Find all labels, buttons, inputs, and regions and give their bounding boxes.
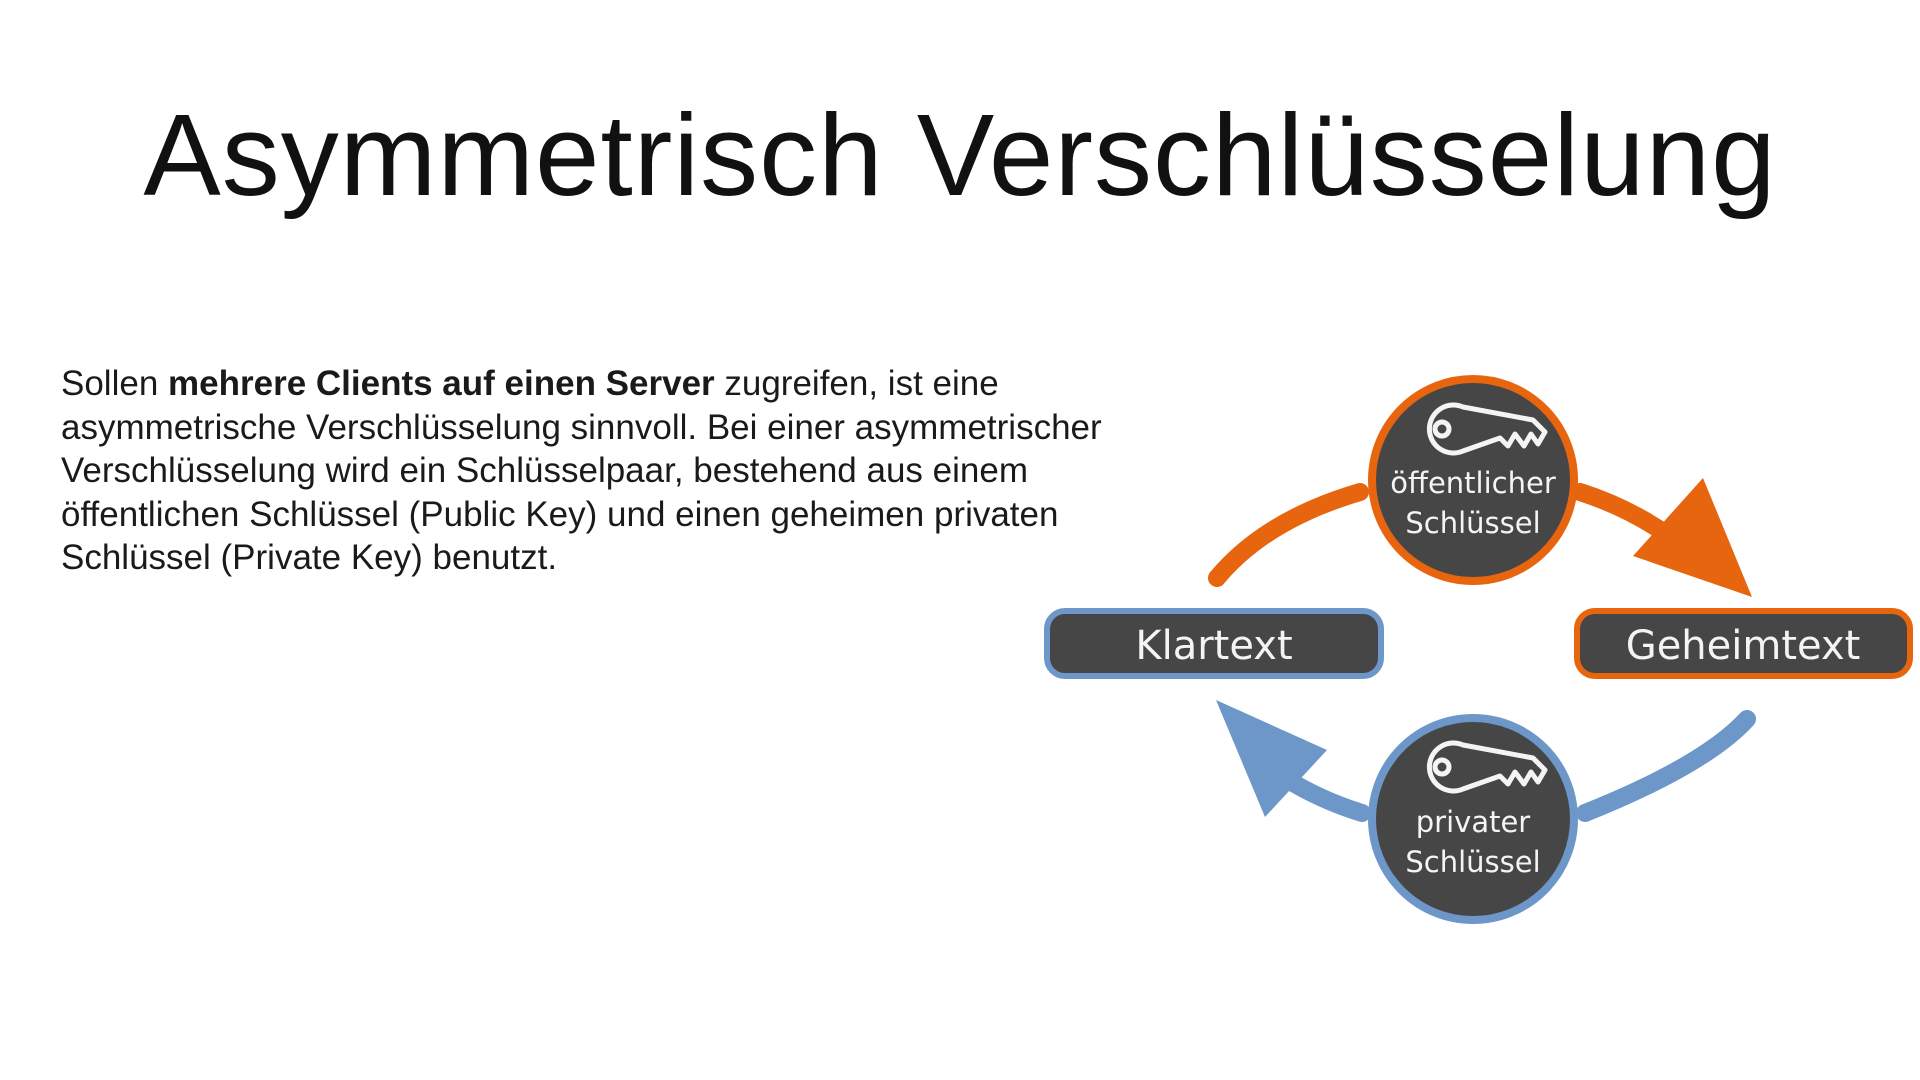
public-key-node: öffentlicher Schlüssel [1368, 375, 1578, 585]
encrypt-arrow-arc [1208, 483, 1369, 587]
plaintext-box: Klartext [1044, 608, 1384, 679]
decrypt-arrow-head [1216, 700, 1327, 817]
encryption-diagram-svg: Klartext Geheimtext öffentlicher Schlüss… [1044, 375, 1913, 924]
slide-title: Asymmetrisch Verschlüsselung [143, 90, 1777, 220]
ciphertext-box: Geheimtext [1574, 608, 1913, 679]
encryption-diagram: Klartext Geheimtext öffentlicher Schlüss… [1030, 360, 1920, 940]
key-icon [1426, 740, 1548, 794]
body-rest: zugreifen, ist eine asymmetrische Versch… [61, 364, 1102, 577]
private-key-label-line1: privater [1416, 805, 1531, 839]
encrypt-arrow-head [1633, 478, 1752, 597]
public-key-label-line2: Schlüssel [1405, 506, 1540, 540]
key-icon [1426, 402, 1548, 456]
private-key-node: privater Schlüssel [1368, 714, 1578, 924]
body-emphasis: mehrere Clients auf einen Server [168, 364, 715, 403]
decrypt-arrow-arc [1276, 769, 1371, 822]
body-intro: Sollen [61, 364, 169, 403]
plaintext-label: Klartext [1135, 623, 1292, 669]
slide-body-text: Sollen mehrere Clients auf einen Server … [61, 362, 1171, 580]
ciphertext-label: Geheimtext [1626, 623, 1861, 669]
private-key-label-line2: Schlüssel [1405, 845, 1540, 879]
public-key-label-line1: öffentlicher [1390, 466, 1556, 500]
decrypt-arrow-arc [1576, 710, 1756, 822]
